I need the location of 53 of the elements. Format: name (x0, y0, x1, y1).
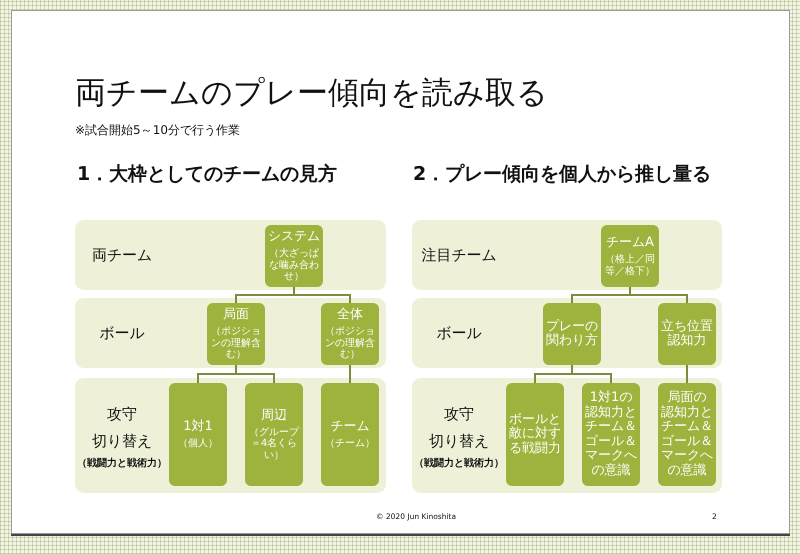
category-box (506, 383, 564, 486)
box-title: 全体 (337, 307, 363, 324)
section-heading: 2．プレー傾向を個人から推し量る (413, 163, 712, 187)
category-box (321, 303, 379, 365)
note-text: ※試合開始5～10分で行う作業 (75, 123, 240, 138)
category-box (245, 383, 303, 486)
band-sublabel: （戦闘力と戦術力） (414, 457, 504, 470)
connector-line (235, 365, 275, 383)
box-title: 局面 (223, 307, 249, 324)
connector-line (349, 365, 351, 383)
box-title: チーム (330, 419, 370, 436)
row-band (412, 220, 722, 290)
category-box (169, 383, 227, 486)
box-subtitle: （ポジションの理解含む） (210, 326, 262, 361)
box-title: システム (268, 229, 320, 246)
box-subtitle: （チーム） (325, 438, 375, 450)
category-box (543, 303, 601, 365)
box-title: 周辺 (261, 408, 287, 424)
box-subtitle: （グループ＝4名くらい） (248, 426, 300, 462)
row-band (412, 378, 722, 493)
category-box (265, 225, 323, 287)
band-sublabel: （戦闘力と戦術力） (77, 457, 167, 470)
box-subtitle: （個人） (178, 438, 218, 450)
category-box (207, 303, 265, 365)
band-label: 両チーム (92, 244, 152, 266)
row-band (75, 298, 386, 368)
box-subtitle: （格上／同等／格下） (604, 254, 656, 277)
category-box (658, 303, 716, 365)
box-text: 1対1の認知力とチーム＆ゴール＆マークへの意識 (585, 391, 637, 478)
band-label: 注目チーム (422, 244, 496, 266)
slide-title: 両チームのプレー傾向を読み取る (75, 74, 548, 112)
category-box (601, 225, 659, 287)
band-label: 攻守切り替え (92, 404, 152, 452)
box-text: ボールと敵に対する戦闘力 (509, 412, 561, 456)
box-text: プレーの関わり方 (546, 320, 598, 348)
box-title: チームA (606, 235, 654, 251)
box-text: 立ち位置認知力 (661, 320, 713, 348)
band-label: 攻守切り替え (429, 404, 489, 452)
row-band (75, 220, 386, 290)
box-title: 1対1 (183, 419, 213, 436)
band-label: ボール (436, 322, 482, 344)
section-heading: 1．大枠としてのチームの見方 (77, 163, 338, 187)
category-box (321, 383, 379, 486)
box-subtitle: （ポジションの理解含む） (324, 326, 376, 361)
connector-line (686, 365, 688, 383)
row-band (412, 298, 722, 368)
connector-line (629, 287, 688, 303)
box-subtitle: （大ざっぱな噛み合わせ） (268, 248, 320, 283)
category-box (658, 383, 716, 486)
row-band (75, 378, 386, 493)
category-box (582, 383, 640, 486)
band-label: ボール (100, 322, 144, 344)
box-text: 局面の認知力とチーム＆ゴール＆マークへの意識 (661, 391, 713, 478)
